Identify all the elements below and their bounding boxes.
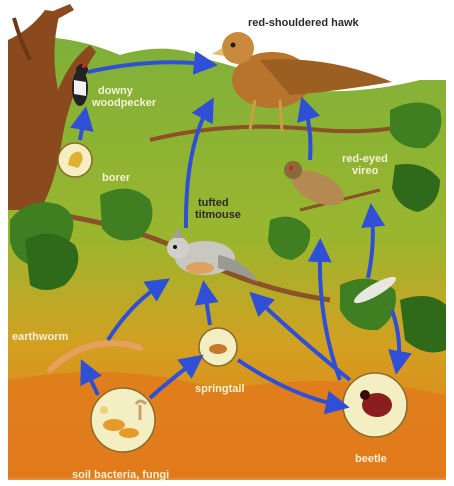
label-beetle: beetle: [355, 453, 387, 465]
label-titmouse-line1: tufted: [198, 197, 229, 209]
label-borer: borer: [102, 172, 131, 184]
label-vireo-line1: red-eyed: [342, 153, 388, 165]
label-soil: soil bacteria, fungi: [72, 469, 169, 481]
borer-larva-icon: [58, 143, 92, 177]
label-woodpecker-line1: downy: [98, 85, 134, 97]
label-woodpecker-line2: woodpecker: [91, 97, 157, 109]
springtail-icon: [199, 328, 237, 366]
beetle-icon: [343, 373, 407, 437]
label-hawk: red-shouldered hawk: [248, 17, 360, 29]
label-vireo-line2: vireo: [352, 165, 379, 177]
label-springtail: springtail: [195, 383, 245, 395]
label-earthworm: earthworm: [12, 331, 68, 343]
label-titmouse-line2: titmouse: [195, 209, 241, 221]
fungi-icon: [91, 388, 155, 452]
